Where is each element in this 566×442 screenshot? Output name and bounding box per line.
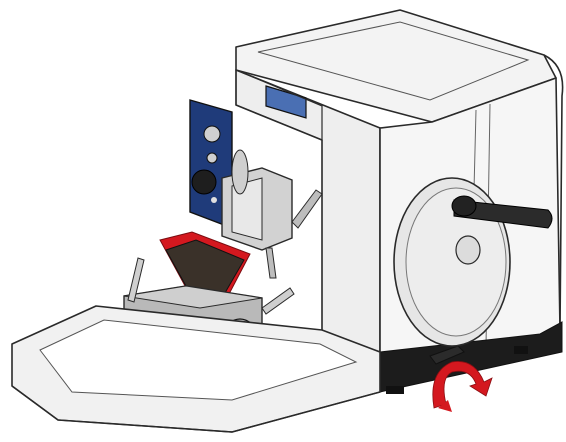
head-disc bbox=[231, 149, 249, 195]
handwheel-inner bbox=[405, 187, 507, 337]
orientation-knob bbox=[191, 169, 217, 195]
handwheel-handle bbox=[453, 199, 553, 229]
housing-right-edge bbox=[543, 54, 564, 331]
tray-lip bbox=[11, 385, 381, 433]
foot-left bbox=[386, 386, 404, 394]
handle-cap bbox=[451, 195, 477, 217]
control-knob-mid bbox=[206, 152, 218, 164]
clamp-lever-right bbox=[261, 287, 295, 315]
lock-lever bbox=[429, 345, 465, 365]
housing-lid-inner bbox=[257, 21, 530, 101]
clamp-top bbox=[123, 285, 263, 309]
handwheel-hub bbox=[455, 235, 481, 265]
curved-arrow-icon bbox=[432, 361, 493, 412]
rotation-arrow bbox=[432, 361, 493, 409]
head-lever-right bbox=[291, 189, 323, 229]
head-lever-left bbox=[265, 247, 277, 279]
control-indicator bbox=[211, 197, 217, 203]
foot-right bbox=[514, 346, 528, 354]
specimen-head bbox=[191, 149, 323, 279]
tray-inner bbox=[39, 319, 358, 401]
rotation-arrow-tail bbox=[438, 400, 452, 412]
control-knob-top bbox=[203, 125, 221, 143]
display-housing bbox=[235, 69, 323, 141]
clamp-lever-left bbox=[127, 257, 145, 303]
handwheel bbox=[393, 177, 553, 347]
knife-holder bbox=[111, 231, 323, 371]
waste-tray bbox=[11, 305, 381, 433]
